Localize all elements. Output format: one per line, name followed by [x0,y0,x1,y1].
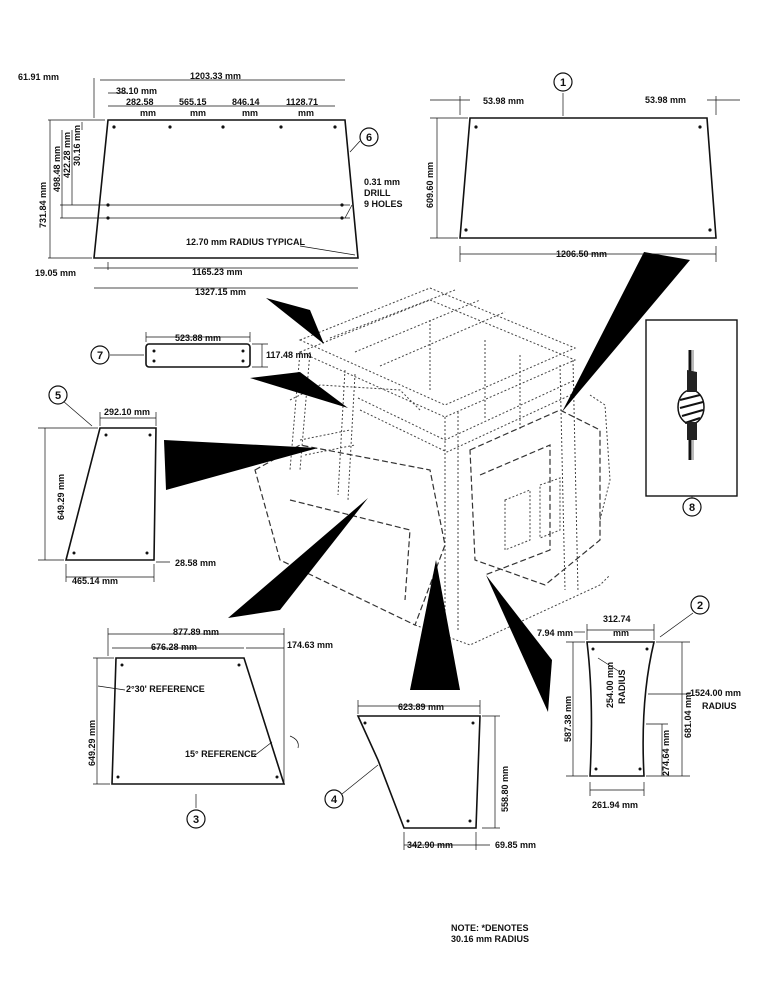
dim-38-10: 38.10 mm [116,86,157,96]
dim-1203-33: 1203.33 mm [190,71,241,81]
dim-1327-15: 1327.15 mm [195,287,246,297]
dim-312-74-unit: mm [613,628,629,638]
panel-3-outline [111,657,286,785]
ref-2-30: 2°30' REFERENCE [126,684,205,694]
panel-7-callout [90,345,110,365]
pointer-wedge-2 [486,575,552,712]
panel-4-outline [356,715,481,829]
pointer-wedge-6 [266,298,324,344]
dim-1165-23: 1165.23 mm [192,267,243,277]
dim-342-90: 342.90 mm [407,840,453,850]
dim-498-48: 498.48 mm [52,146,62,192]
radius-254-value: 254.00 mm [605,662,615,708]
ref-15: 15° REFERENCE [185,749,257,759]
dim-19-05: 19.05 mm [35,268,76,278]
panel-5-outline [64,427,157,561]
panel-8-callout [682,497,702,517]
dim-261-94: 261.94 mm [592,800,638,810]
dim-609-60: 609.60 mm [425,162,435,208]
dim-587-38: 587.38 mm [563,696,573,742]
dim-7-94: 7.94 mm [537,628,573,638]
panel-6-callout [359,127,379,147]
panel-4-number: 4 [331,794,338,806]
note-line-1: NOTE: *DENOTES [451,923,529,933]
pointer-wedge-4 [410,560,460,690]
panel-5: 5 292.10 mm 649.29 mm 28.58 mm 465.14 mm [38,385,216,586]
panel-6-holes [106,125,344,220]
dim-649-29-b: 649.29 mm [87,720,97,766]
panel-7-outline [145,343,251,368]
radius-1524-label: RADIUS [702,701,737,711]
pointer-wedge-7 [250,372,348,408]
dim-282-58-unit: mm [140,108,156,118]
panel-2-number: 2 [697,600,703,612]
panel-3-number: 3 [193,814,199,826]
note-line-2: 30.16 mm RADIUS [451,934,529,944]
dim-53-98-left: 53.98 mm [483,96,524,106]
dim-274-64: 274.64 mm [661,730,671,776]
panel-6-number: 6 [366,132,372,144]
panel-7: 7 523.88 mm 117.48 mm [90,332,312,368]
panel-1-outline [459,117,717,239]
dim-465-14: 465.14 mm [72,576,118,586]
footnote: NOTE: *DENOTES 30.16 mm RADIUS [451,923,529,944]
dim-53-98-right: 53.98 mm [645,95,686,105]
dim-422-28: 422.28 mm [62,132,72,178]
radius-typical: 12.70 mm RADIUS TYPICAL [186,237,306,247]
dim-30-16: 30.16 mm [72,125,82,166]
pointer-wedges [164,252,690,712]
radius-254-label: RADIUS [617,669,627,704]
dim-565-15-unit: mm [190,108,206,118]
dim-69-85: 69.85 mm [495,840,536,850]
panel-2-callout [690,595,710,615]
dim-117-48: 117.48 mm [266,350,312,360]
panel-5-callout [48,385,68,405]
drill-label: DRILL [364,188,391,198]
dim-174-63: 174.63 mm [287,640,333,650]
panel-5-number: 5 [55,390,61,402]
pointer-wedge-1 [562,252,690,412]
dim-61-91: 61.91 mm [18,72,59,82]
panel-6-outline [93,119,359,259]
dim-558-80: 558.80 mm [500,766,510,812]
dim-312-74: 312.74 [603,614,631,624]
dim-623-89: 623.89 mm [398,702,444,712]
dim-282-58: 282.58 [126,97,154,107]
dim-28-58: 28.58 mm [175,558,216,568]
radius-1524-value: 1524.00 mm [690,688,741,698]
dim-676-28: 676.28 mm [151,642,197,652]
dim-846-14: 846.14 [232,97,260,107]
dim-523-88: 523.88 mm [175,333,221,343]
seal-cross-section-icon [677,350,705,460]
panel-8: 8 [645,319,738,517]
panel-8-number: 8 [689,502,695,514]
panel-4: 4 623.89 mm 558.80 mm 342.90 mm 69.85 mm [324,700,536,850]
dim-292-10: 292.10 mm [104,407,150,417]
drill-size: 0.31 mm [364,177,400,187]
panel-1: 1 53.98 mm 53.98 mm 609.60 mm 1206.50 mm [425,72,740,262]
panel-7-number: 7 [97,350,103,362]
dim-681-04: 681.04 mm [683,692,693,738]
cab-frame-drawing [254,287,611,646]
dim-565-15: 565.15 [179,97,207,107]
panel-2-outline [586,641,656,777]
drill-holes: 9 HOLES [364,199,403,209]
dim-731-84: 731.84 mm [38,182,48,228]
pointer-wedge-3 [228,498,368,618]
panel-3-callout [186,809,206,829]
panel-3: 3 877.89 mm 676.28 mm 174.63 mm 2°30' RE… [87,627,333,829]
pointer-wedge-5 [164,440,318,490]
panel-1-number: 1 [560,77,566,89]
dim-877-89: 877.89 mm [173,627,219,637]
panel-2: 2 7.94 mm 312.74 mm 254.00 mm RADIUS 152… [537,595,741,810]
dim-846-14-unit: mm [242,108,258,118]
panel-6: 6 61.91 mm 1203.33 mm 38.10 mm 282.58 mm… [18,71,403,297]
panel-4-callout [324,789,344,809]
dim-649-29: 649.29 mm [56,474,66,520]
dim-1128-71: 1128.71 [286,97,318,107]
dim-1128-71-unit: mm [298,108,314,118]
dim-1206-50: 1206.50 mm [556,249,607,259]
panel-1-callout [553,72,573,92]
